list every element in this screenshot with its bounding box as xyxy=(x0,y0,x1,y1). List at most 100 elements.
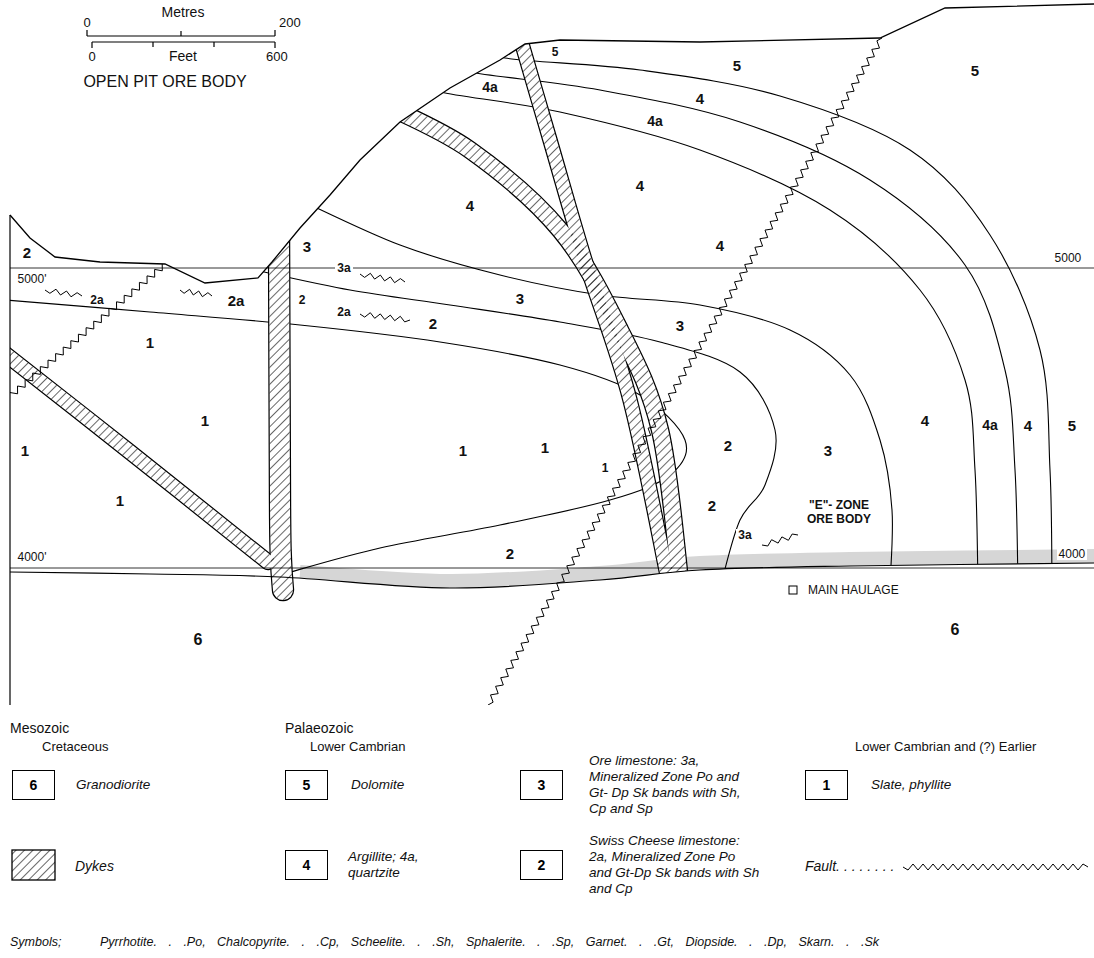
datum-line xyxy=(10,568,1094,569)
unit-number: 5 xyxy=(550,46,561,58)
legend-box: 1Slate, phyllite xyxy=(805,770,848,800)
legend-heading: Cretaceous xyxy=(42,740,108,753)
elevation-label: 4000' xyxy=(16,551,49,563)
orebody-label: OPEN PIT ORE BODY xyxy=(83,74,246,90)
unit-number: 2a xyxy=(335,306,352,318)
haulage-symbol xyxy=(789,586,797,594)
unit-number: 2 xyxy=(504,546,516,561)
legend-text: Dykes xyxy=(75,859,114,873)
unit-number: 3 xyxy=(301,239,313,254)
unit-description: Swiss Cheese limestone: 2a, Mineralized … xyxy=(589,833,761,898)
unit-number: 4 xyxy=(714,238,726,253)
mineralized-zone-line xyxy=(762,534,798,546)
legend-box: 6Granodiorite xyxy=(12,770,55,800)
dyke-outline xyxy=(279,230,283,590)
granodiorite-contact xyxy=(10,563,1094,588)
elevation-label: 5000' xyxy=(16,273,49,285)
haulage-label: MAIN HAULAGE xyxy=(806,584,901,596)
unit-number: 6 xyxy=(30,778,38,792)
dyke-hatch xyxy=(279,230,283,590)
mineralized-zone-line xyxy=(360,313,410,322)
scale-label: 0 xyxy=(88,50,95,63)
scale-label: 200 xyxy=(279,16,301,29)
unit-number: 2 xyxy=(706,498,718,513)
legend-heading: Lower Cambrian and (?) Earlier xyxy=(855,740,1036,753)
unit-number: 1 xyxy=(823,778,831,792)
unit-number: 6 xyxy=(192,632,205,648)
legend-box: 4Argillite; 4a, quartzite xyxy=(285,850,328,880)
unit-number: 5 xyxy=(731,58,743,73)
fault-line xyxy=(8,262,168,398)
legend-box: 3Ore limestone: 3a, Mineralized Zone Po … xyxy=(520,770,563,800)
dyke-ground xyxy=(0,342,268,562)
mineralized-zone-line xyxy=(180,289,212,296)
scale-tick xyxy=(274,42,275,48)
scale-bar xyxy=(87,30,275,48)
unit-number: 1 xyxy=(199,413,211,428)
unit-number: 1 xyxy=(19,443,31,458)
strata-group xyxy=(5,20,1094,585)
unit-number: 4a xyxy=(645,114,665,128)
legend-text: Fault. . . . . . . . xyxy=(805,859,894,873)
unit-number: 2 xyxy=(538,858,546,872)
orebody-label: "E"- ZONE ORE BODY xyxy=(800,498,878,527)
unit-description: Granodiorite xyxy=(76,777,226,793)
ground-surface xyxy=(10,4,1094,283)
unit-description: Argillite; 4a, quartzite xyxy=(348,849,468,881)
unit-number: 3 xyxy=(514,291,526,306)
unit-number: 4 xyxy=(634,178,646,193)
scale-tick xyxy=(180,31,181,36)
dyke-ground xyxy=(515,20,668,580)
dyke-swatch-ground xyxy=(12,850,55,880)
unit-number: 4 xyxy=(919,413,931,428)
unit-number: 5 xyxy=(969,63,981,78)
dyke-ground xyxy=(385,105,680,580)
unit-number: 4 xyxy=(1022,418,1034,433)
unit-number: 1 xyxy=(114,493,126,508)
scale-tick xyxy=(213,42,214,47)
unit-description: Ore limestone: 3a, Mineralized Zone Po a… xyxy=(589,753,761,818)
scale-line xyxy=(92,41,275,42)
dyke-hatch xyxy=(0,342,268,562)
unit-number: 3a xyxy=(335,262,352,274)
unit-number: 5 xyxy=(1066,418,1078,433)
scale-tick xyxy=(152,42,153,47)
unit-number: 3 xyxy=(538,778,546,792)
unit-number: 2 xyxy=(427,316,439,331)
unit-number: 3a xyxy=(736,529,753,541)
unit-number: 4 xyxy=(464,198,476,213)
dyke-outline xyxy=(515,20,668,580)
strata-boundary xyxy=(300,200,892,585)
unit-number: 2a xyxy=(88,294,105,306)
strata-boundary xyxy=(489,45,1052,585)
unit-number: 1 xyxy=(144,335,156,350)
unit-description: Slate, phyllite xyxy=(871,777,1071,793)
unit-number: 4a xyxy=(980,418,1000,432)
scale-label: Feet xyxy=(169,49,197,63)
scale-tick xyxy=(86,30,87,36)
unit-number: 1 xyxy=(457,443,469,458)
fault-line xyxy=(488,38,882,705)
scale-label: 600 xyxy=(266,50,288,63)
scale-tick xyxy=(274,30,275,36)
strata-boundary xyxy=(255,270,776,580)
unit-number: 3 xyxy=(822,443,834,458)
scale-tick xyxy=(91,42,92,48)
symbols-note: Symbols; xyxy=(10,936,61,949)
unit-number: 6 xyxy=(949,622,962,638)
section-group xyxy=(0,38,882,705)
mineralized-zone-line xyxy=(360,273,405,282)
legend-heading: Lower Cambrian xyxy=(310,740,405,753)
scale-label: 0 xyxy=(83,16,90,29)
unit-number: 4 xyxy=(303,858,311,872)
unit-number: 3 xyxy=(674,318,686,333)
mineralized-zone-line xyxy=(45,289,82,297)
scale-label: Metres xyxy=(162,5,205,19)
unit-number: 5 xyxy=(303,778,311,792)
section-edge xyxy=(9,215,10,705)
dyke-hatch xyxy=(385,105,680,580)
symbols-note: Pyrrhotite. . .Po, Chalcopyrite. . .Cp, … xyxy=(100,936,879,949)
unit-number: 4 xyxy=(694,91,706,106)
legend-heading: Palaeozoic xyxy=(285,721,354,735)
